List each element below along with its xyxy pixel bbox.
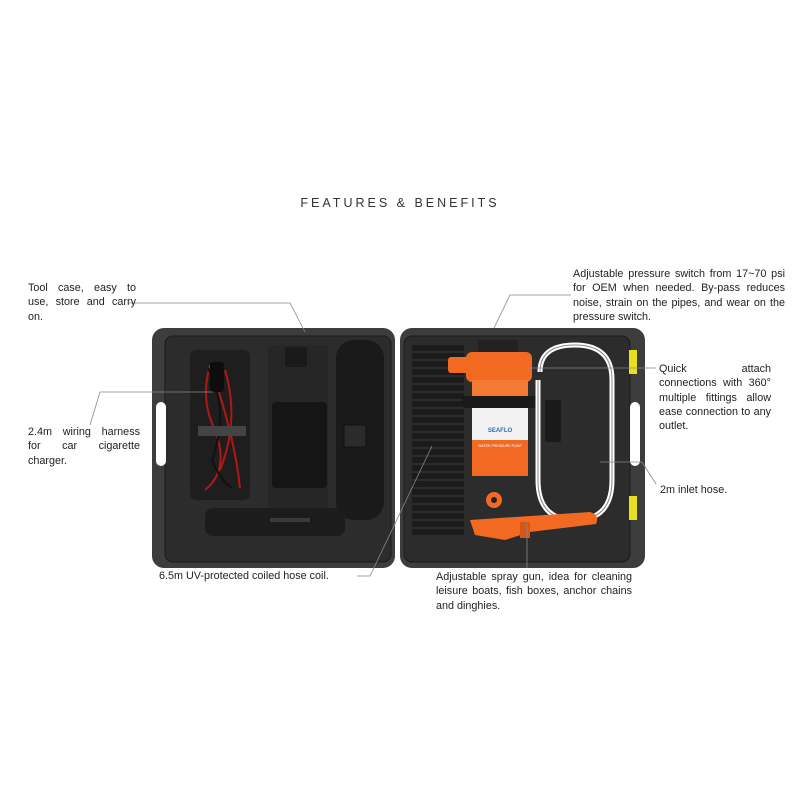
pump-brand: SEAFLO — [488, 428, 513, 434]
callout-quick-attach: Quick attach connections with 360° multi… — [659, 363, 771, 433]
callout-pressure-switch: Adjustable pressure switch from 17~70 ps… — [573, 268, 785, 323]
latch-top — [629, 350, 637, 374]
callout-coiled-hose: 6.5m UV-protected coiled hose coil. — [159, 570, 329, 582]
callout-tool-case: Tool case, easy to use, store and carry … — [28, 282, 136, 323]
pump-label: WATER PRESSURE PUMP — [478, 444, 522, 448]
spray-gun — [470, 512, 598, 540]
callout-inlet-hose: 2m inlet hose. — [660, 484, 728, 496]
coiled-hose — [412, 345, 464, 535]
page-title: FEATURES & BENEFITS — [300, 196, 500, 210]
callout-wiring-harness: 2.4m wiring harness for car cigarette ch… — [28, 426, 140, 467]
case-right-half: SEAFLO WATER PRESSURE PUMP — [400, 328, 645, 568]
pump: SEAFLO WATER PRESSURE PUMP — [448, 340, 538, 508]
inlet-hose — [535, 342, 615, 523]
case-left-half — [152, 328, 395, 568]
callout-spray-gun: Adjustable spray gun, idea for cleaning … — [436, 571, 632, 612]
latch-bottom — [629, 496, 637, 520]
leader-lines — [89, 294, 657, 577]
